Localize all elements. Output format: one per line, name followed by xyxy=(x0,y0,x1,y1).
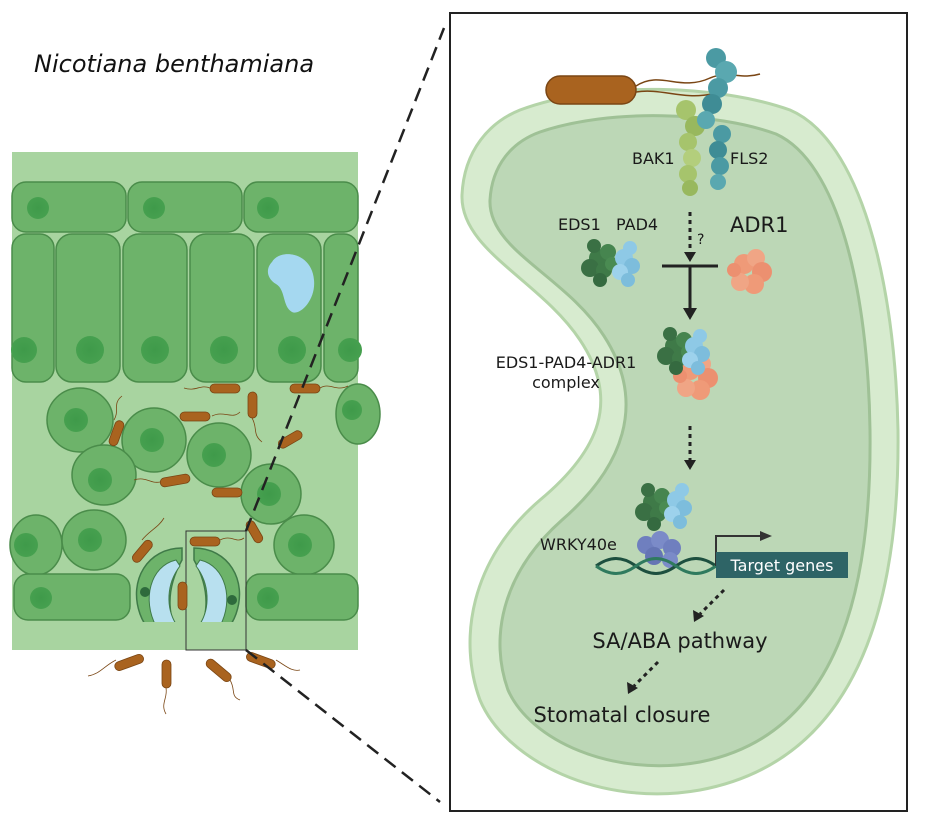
label-target-genes: Target genes xyxy=(730,556,834,575)
label-pad4: PAD4 xyxy=(616,215,658,234)
label-stomatal-closure: Stomatal closure xyxy=(534,703,711,727)
bacteria-left xyxy=(108,383,321,689)
palisade-layer xyxy=(11,233,362,383)
label-complex-line2: complex xyxy=(532,373,600,392)
label-complex-line1: EDS1-PAD4-ADR1 xyxy=(496,353,637,372)
figure-title: Nicotiana benthamiana xyxy=(34,50,314,78)
label-question: ? xyxy=(697,232,704,248)
label-adr1: ADR1 xyxy=(730,213,789,237)
bacterium-top xyxy=(545,73,761,105)
cytoplasm xyxy=(488,114,872,768)
stomata-guard-cells xyxy=(135,547,241,643)
fls2-receptor xyxy=(697,48,737,190)
dotted-arrow-4 xyxy=(632,660,660,688)
zoom-line-bottom xyxy=(245,649,441,803)
leaf-cross-section xyxy=(9,152,381,651)
dotted-arrow-3 xyxy=(698,588,726,616)
dna-helix xyxy=(595,557,717,575)
guard-cell xyxy=(460,87,900,796)
spongy-mesophyll xyxy=(9,383,381,576)
label-bak1: BAK1 xyxy=(632,149,675,168)
lower-epidermis xyxy=(13,573,359,621)
label-fls2: FLS2 xyxy=(730,149,768,168)
zoom-line-top xyxy=(244,27,446,532)
label-pathway: SA/ABA pathway xyxy=(592,629,767,653)
vacuole xyxy=(267,254,315,313)
target-genes-box xyxy=(716,552,848,578)
flagella-left xyxy=(87,385,349,715)
label-eds1: EDS1 xyxy=(558,215,601,234)
upper-epidermis xyxy=(11,181,359,233)
label-wrky40e: WRKY40e xyxy=(540,535,617,554)
